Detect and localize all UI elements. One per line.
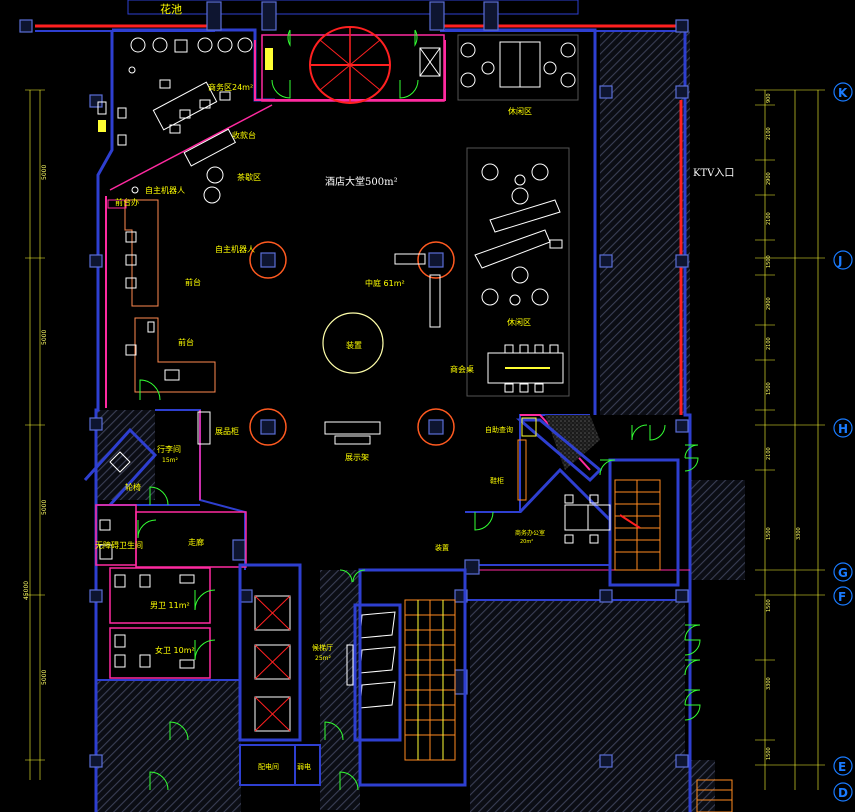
dim-right-2: 2100 <box>766 127 772 140</box>
luggage-area-label: 15m² <box>162 457 178 464</box>
power-room-label: 配电间 <box>258 762 279 771</box>
decor-label: 装置 <box>346 340 362 350</box>
structural-columns <box>19 1 689 768</box>
grid-label-j: J <box>837 254 842 268</box>
business-center: 自助查询 鞋柜 商务办公室 20m² 装置 <box>435 415 612 552</box>
right-dimension-text: 900 2100 2900 2100 1500 2900 2100 1500 2… <box>766 93 802 760</box>
garden-label: 花池 <box>160 3 182 16</box>
elevator-core: 候梯厅 25m² 配电间 弱电 <box>238 563 402 786</box>
dim-right-3: 2900 <box>766 172 772 185</box>
self-checkin-label-2: 自主机器人 <box>215 244 255 254</box>
grid-label-g: G <box>838 566 848 580</box>
grid-axis-labels: K J H G F E D <box>833 82 853 802</box>
male-wc-label: 男卫 11m² <box>150 601 190 610</box>
decor-small-label: 装置 <box>435 543 449 552</box>
shoe-cabinet-label: 鞋柜 <box>490 476 504 485</box>
dim-right-7: 2100 <box>766 337 772 350</box>
display-cabinet-label: 展品柜 <box>215 426 239 436</box>
self-checkin-label-1: 自主机器人 <box>145 185 185 195</box>
dim-right-4: 2100 <box>766 212 772 225</box>
business-center-area: 20m² <box>520 539 533 545</box>
dim-right-10: 1500 <box>766 527 772 540</box>
dim-right-13: 3300 <box>766 677 772 690</box>
grid-label-k: K <box>838 86 848 100</box>
grid-label-d: D <box>838 786 848 800</box>
doors <box>137 29 701 791</box>
left-room-label-a: 前台办 <box>115 197 139 207</box>
lounge-right-furniture: 休闲区 商会桌 <box>450 147 570 397</box>
front-desk-label-2: 前台 <box>178 337 194 347</box>
dim-right-8: 1500 <box>766 382 772 395</box>
lower-left-rooms: 行李间 15m² 展品柜 轮椅 走廊 无障碍卫生间 男卫 11m² 女卫 10m… <box>83 410 247 679</box>
dim-left-total: 45000 <box>23 581 30 600</box>
front-desk-label-1: 前台 <box>185 277 201 287</box>
dim-left-1: 5000 <box>41 165 48 180</box>
lounge-top-label: 休闲区 <box>508 106 532 116</box>
luggage-room-label: 行李间 <box>157 444 181 454</box>
garden-strip: 花池 <box>35 0 680 32</box>
elevator-hall-label: 候梯厅 <box>312 643 333 652</box>
dim-left-3: 5000 <box>41 500 48 515</box>
corridor-label: 走廊 <box>188 537 204 547</box>
business-area-furniture: 商务区24m² 收款台 茶歇区 <box>97 37 261 204</box>
female-wc-label: 女卫 10m² <box>155 645 195 655</box>
lobby-columns <box>249 241 455 446</box>
business-area-label: 商务区24m² <box>208 82 253 92</box>
grid-label-f: F <box>838 590 846 604</box>
dim-right-11: 3300 <box>796 527 802 540</box>
front-desk-area: 自主机器人 自主机器人 前台办 前台 前台 <box>107 185 255 393</box>
dim-right-12: 1500 <box>766 599 772 612</box>
dim-right-1: 900 <box>766 93 772 103</box>
lobby-label: 酒店大堂500m² <box>325 175 398 188</box>
accessible-wc-label: 无障碍卫生间 <box>95 540 143 550</box>
info-desk-label: 自助查询 <box>485 425 513 434</box>
central-decor <box>322 253 441 445</box>
left-dimensions <box>25 89 45 780</box>
hatched-zones <box>96 30 745 812</box>
weak-current-label: 弱电 <box>297 762 311 771</box>
staircase-center <box>358 568 467 787</box>
cashier-label: 收款台 <box>232 130 256 140</box>
business-center-label: 商务办公室 <box>515 529 545 537</box>
dim-left-2: 5000 <box>41 330 48 345</box>
ktv-entrance-label: KTV入口 <box>693 168 734 179</box>
dim-right-9: 2100 <box>766 447 772 460</box>
meeting-table-label: 商会桌 <box>450 364 474 374</box>
elevator-hall-area: 25m² <box>315 655 331 662</box>
grid-label-e: E <box>838 760 846 774</box>
grid-label-h: H <box>838 422 848 436</box>
dim-left-4: 5000 <box>41 670 48 685</box>
entrance-vestibule <box>261 26 445 104</box>
dim-right-6: 2900 <box>766 297 772 310</box>
dim-right-5: 1500 <box>766 255 772 268</box>
atrium-label: 中庭 61m² <box>365 278 405 288</box>
lounge-right-label: 休闲区 <box>507 317 531 327</box>
coffee-area-label: 茶歇区 <box>237 172 261 182</box>
dim-right-14: 1500 <box>766 747 772 760</box>
left-dimension-text: 5000 5000 5000 5000 45000 <box>23 165 48 685</box>
lounge-top-furniture: 休闲区 <box>457 34 579 116</box>
right-dimensions <box>755 89 825 790</box>
display-shelf-label: 展示架 <box>345 453 369 462</box>
room-labels: 酒店大堂500m² KTV入口 中庭 61m² 装置 展示架 <box>325 168 734 462</box>
wheel-chair-label: 轮椅 <box>125 482 141 492</box>
